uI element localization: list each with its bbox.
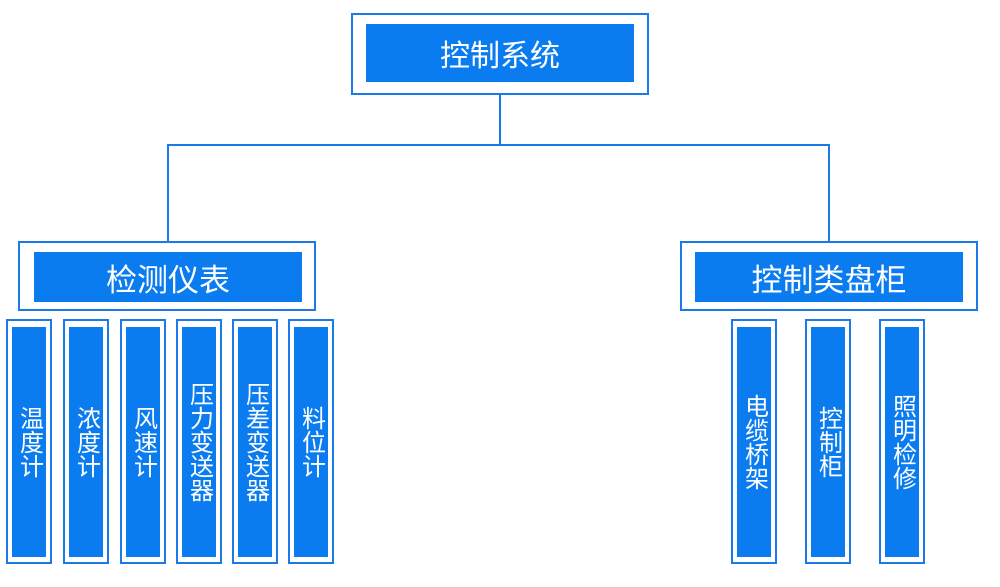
connector-root-down bbox=[499, 94, 501, 146]
leaf-node-label: 控制柜 bbox=[814, 406, 843, 478]
leaf-node-label: 压差变送器 bbox=[241, 382, 270, 502]
root-node-label: 控制系统 bbox=[440, 39, 560, 74]
leaf-node: 照明检修 bbox=[885, 327, 919, 557]
branch-node-left: 检测仪表 bbox=[34, 252, 302, 302]
connector-horizontal bbox=[167, 144, 830, 146]
leaf-node-label: 浓度计 bbox=[72, 406, 101, 478]
leaf-node-label: 压力变送器 bbox=[185, 382, 214, 502]
leaf-node-label: 照明检修 bbox=[888, 394, 917, 490]
leaf-node-label: 温度计 bbox=[15, 406, 44, 478]
leaf-node-label: 风速计 bbox=[129, 406, 158, 478]
leaf-node: 温度计 bbox=[12, 327, 46, 557]
leaf-node: 压差变送器 bbox=[238, 327, 272, 557]
branch-node-right: 控制类盘柜 bbox=[695, 252, 963, 302]
leaf-node: 料位计 bbox=[294, 327, 328, 557]
leaf-node-label: 电缆桥架 bbox=[740, 394, 769, 490]
leaf-node: 压力变送器 bbox=[182, 327, 216, 557]
root-node: 控制系统 bbox=[366, 24, 634, 82]
leaf-node: 浓度计 bbox=[69, 327, 103, 557]
connector-right-down bbox=[828, 144, 830, 242]
branch-node-label: 控制类盘柜 bbox=[751, 262, 907, 299]
leaf-node-label: 料位计 bbox=[297, 406, 326, 478]
leaf-node: 控制柜 bbox=[811, 327, 845, 557]
branch-node-label: 检测仪表 bbox=[106, 262, 230, 299]
leaf-node: 电缆桥架 bbox=[737, 327, 771, 557]
connector-left-down bbox=[167, 144, 169, 242]
leaf-node: 风速计 bbox=[126, 327, 160, 557]
